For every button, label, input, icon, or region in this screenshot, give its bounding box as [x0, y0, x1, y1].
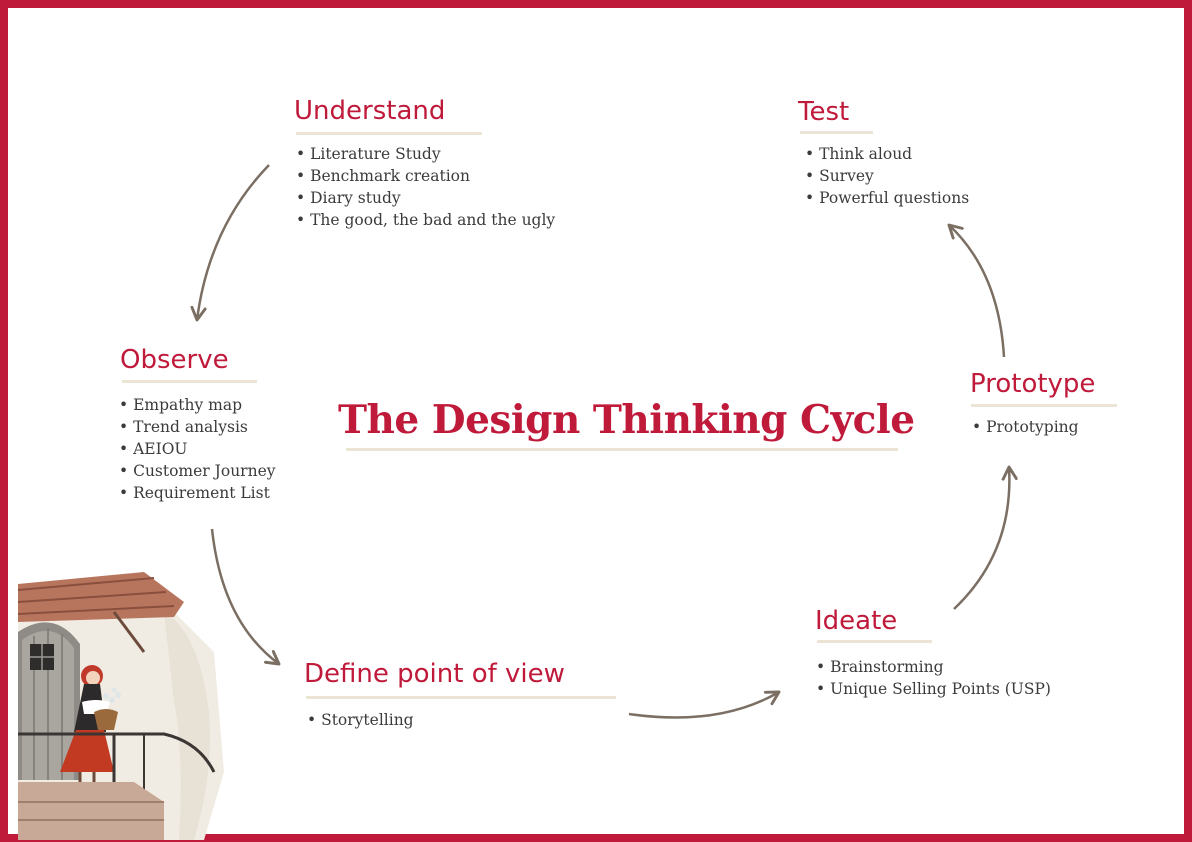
list-item: Survey — [805, 165, 969, 187]
list-item: Diary study — [296, 187, 555, 209]
arrow-prototype-to-test — [949, 225, 1006, 358]
stage-heading: Observe — [120, 345, 229, 375]
stage-heading: Define point of view — [304, 659, 565, 689]
list-item: AEIOU — [119, 438, 276, 460]
list-item: Prototyping — [972, 416, 1079, 438]
list-item: Benchmark creation — [296, 165, 555, 187]
stage-items: Literature Study Benchmark creation Diar… — [296, 143, 555, 231]
list-item: The good, the bad and the ugly — [296, 209, 555, 231]
list-item: Requirement List — [119, 482, 276, 504]
list-item: Brainstorming — [816, 656, 1051, 678]
diagram: The Design Thinking Cycle Understand Lit… — [14, 12, 1190, 840]
list-item: Storytelling — [307, 709, 414, 731]
girl-illustration — [17, 572, 224, 840]
list-item: Literature Study — [296, 143, 555, 165]
page-title: The Design Thinking Cycle — [338, 397, 915, 443]
stage-heading: Ideate — [815, 606, 898, 636]
stage-heading: Test — [798, 97, 850, 127]
heading-underline — [306, 696, 616, 699]
stage-items: Prototyping — [972, 416, 1079, 438]
heading-underline — [971, 404, 1117, 407]
list-item: Empathy map — [119, 394, 276, 416]
arrow-define-to-ideate — [628, 692, 779, 719]
stage-items: Storytelling — [307, 709, 414, 731]
stage-items: Brainstorming Unique Selling Points (USP… — [816, 656, 1051, 700]
list-item: Trend analysis — [119, 416, 276, 438]
heading-underline — [296, 132, 482, 135]
arrow-observe-to-define — [210, 528, 279, 664]
heading-underline — [122, 380, 257, 383]
list-item: Think aloud — [805, 143, 969, 165]
stage-items: Empathy map Trend analysis AEIOU Custome… — [119, 394, 276, 504]
arrow-ideate-to-prototype — [953, 467, 1009, 610]
heading-underline — [800, 131, 873, 134]
stage-items: Think aloud Survey Powerful questions — [805, 143, 969, 209]
title-underline — [346, 448, 898, 451]
stage-heading: Prototype — [970, 369, 1096, 399]
heading-underline — [817, 640, 932, 643]
list-item: Powerful questions — [805, 187, 969, 209]
list-item: Unique Selling Points (USP) — [816, 678, 1051, 700]
stage-heading: Understand — [294, 96, 446, 126]
arrow-understand-to-observe — [197, 164, 270, 320]
list-item: Customer Journey — [119, 460, 275, 482]
cycle-arrows — [14, 164, 1190, 719]
